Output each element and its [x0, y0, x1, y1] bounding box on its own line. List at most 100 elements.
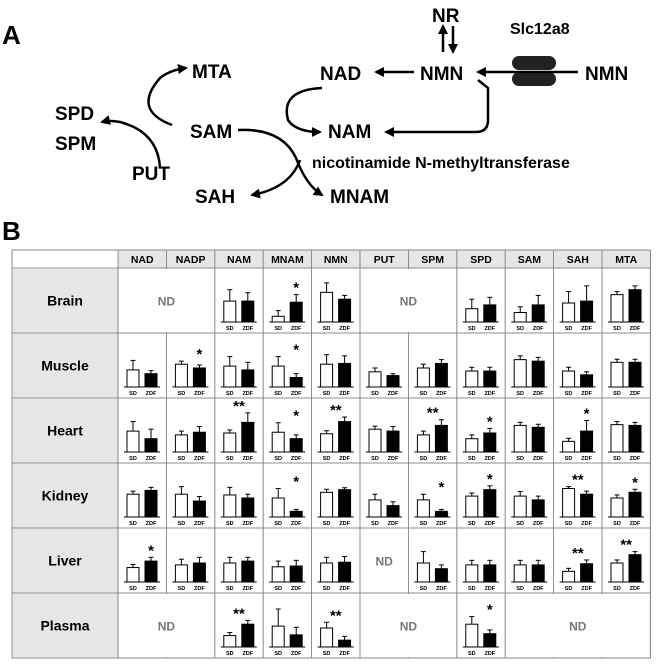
zdf-bar [628, 361, 642, 388]
zdf-bar [628, 491, 642, 518]
bar-label: SD [613, 521, 621, 527]
zdf-bar [483, 370, 497, 388]
bar-label: SD [129, 456, 137, 462]
bar-label: SD [468, 391, 476, 397]
bar-label: ZDF [533, 521, 544, 527]
column-header: NADP [176, 254, 206, 266]
bar-label: SD [468, 521, 476, 527]
bar-label: ZDF [291, 391, 302, 397]
bar-label: ZDF [339, 391, 350, 397]
transporter-icon [512, 56, 556, 86]
bar-label: SD [323, 326, 331, 332]
row-label: Brain [47, 293, 83, 309]
sd-bar [174, 564, 188, 583]
sd-bar [562, 488, 576, 518]
sd-bar [223, 300, 237, 323]
node-nr: NR [432, 6, 460, 27]
sd-bar [562, 302, 576, 323]
bar-label: ZDF [291, 586, 302, 592]
sd-bar [271, 625, 285, 648]
bar-label: SD [565, 521, 573, 527]
node-enzyme: nicotinamide N-methyltransferase [312, 155, 570, 172]
significance-marker: * [293, 474, 299, 491]
sd-bar [465, 438, 479, 453]
sd-bar [320, 627, 334, 648]
bar-label: ZDF [581, 521, 592, 527]
node-nmn-extracellular: NMN [585, 64, 628, 85]
bar-label: ZDF [339, 586, 350, 592]
zdf-bar [483, 432, 497, 453]
column-header: NMN [324, 254, 348, 266]
bar-label: SD [274, 521, 282, 527]
bar-label: ZDF [194, 586, 205, 592]
significance-marker: ** [572, 545, 584, 562]
bar-label: ZDF [242, 651, 253, 657]
sd-bar [320, 433, 334, 453]
zdf-bar [192, 431, 206, 453]
bar-label: ZDF [194, 391, 205, 397]
row-label: Kidney [42, 488, 89, 504]
bar-label: ZDF [436, 391, 447, 397]
sd-bar [126, 493, 140, 518]
significance-marker: ** [427, 405, 439, 422]
bar-label: ZDF [194, 521, 205, 527]
node-transporter: Slc12a8 [510, 21, 570, 38]
zdf-bar [483, 564, 497, 583]
sd-bar [416, 499, 430, 518]
zdf-bar [434, 424, 448, 453]
bar-label: ZDF [484, 391, 495, 397]
zdf-bar [434, 568, 448, 583]
bar-label: SD [420, 456, 428, 462]
column-header: NAD [131, 254, 154, 266]
significance-marker: * [487, 471, 493, 488]
bar-label: ZDF [242, 326, 253, 332]
bar-label: SD [371, 521, 379, 527]
bar-label: SD [371, 391, 379, 397]
bar-label: SD [613, 456, 621, 462]
bar-label: SD [613, 586, 621, 592]
column-header: SAH [567, 254, 589, 266]
zdf-bar [580, 374, 594, 388]
bar-label: ZDF [291, 456, 302, 462]
sd-bar [126, 369, 140, 388]
nd-label: ND [376, 555, 394, 569]
bar-label: ZDF [581, 586, 592, 592]
bar-cell: SD ZDF [462, 366, 499, 397]
zdf-bar [531, 564, 545, 583]
nd-cell-blank [119, 594, 214, 657]
zdf-bar [289, 565, 303, 583]
sd-bar [320, 363, 334, 388]
significance-marker: * [487, 413, 493, 430]
row-header-cell [11, 592, 119, 659]
significance-marker: ** [330, 402, 342, 419]
row-label: Muscle [41, 358, 89, 374]
sd-bar [320, 562, 334, 583]
node-nad: NAD [320, 64, 361, 85]
zdf-bar [241, 560, 255, 583]
sd-bar [271, 566, 285, 583]
bar-label: ZDF [533, 391, 544, 397]
zdf-bar [483, 633, 497, 648]
nd-label: ND [400, 295, 418, 309]
sd-bar [610, 361, 624, 388]
zdf-bar [580, 300, 594, 323]
bar-label: ZDF [242, 456, 253, 462]
column-header: PUT [374, 254, 396, 266]
significance-marker: ** [233, 398, 245, 415]
sd-bar [416, 562, 430, 583]
sd-bar [513, 424, 527, 453]
sd-bar [368, 499, 382, 518]
